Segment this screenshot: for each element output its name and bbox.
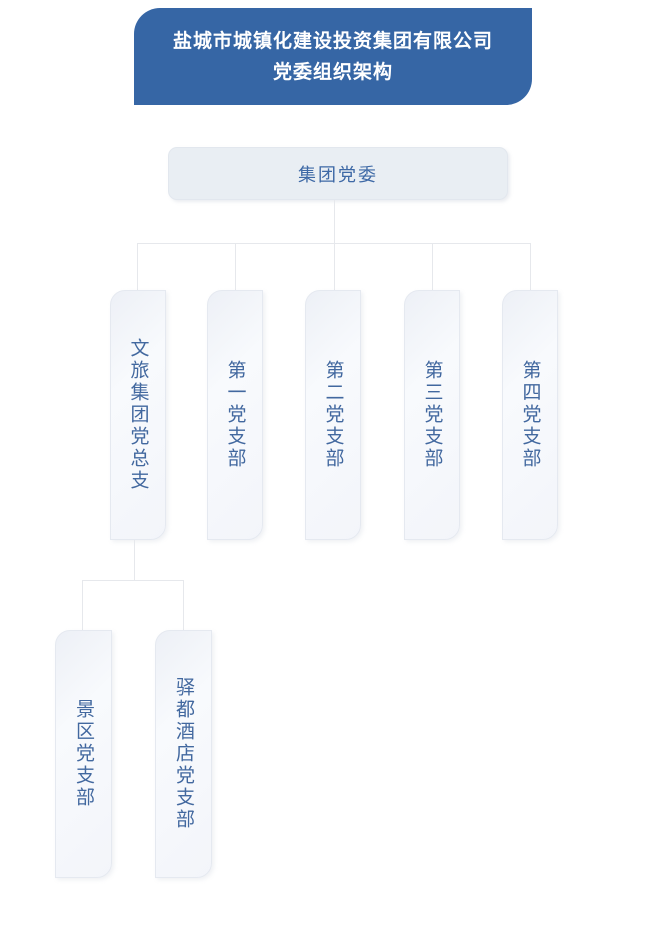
node-group-party-committee: 集团党委 <box>168 147 508 200</box>
node-label: 驿都酒店党支部 <box>173 677 194 831</box>
node-label: 文旅集团党总支 <box>127 338 149 492</box>
node-third-party-branch: 第三党支部 <box>404 290 460 540</box>
connector-drop-branch-5 <box>530 243 531 290</box>
connector-drop-child-2 <box>183 580 184 630</box>
node-second-party-branch: 第二党支部 <box>305 290 361 540</box>
chart-title-banner: 盐城市城镇化建设投资集团有限公司 党委组织架构 <box>134 8 532 105</box>
node-culture-tourism-group-general-branch: 文旅集团党总支 <box>110 290 166 540</box>
node-fourth-party-branch: 第四党支部 <box>502 290 558 540</box>
node-label: 第三党支部 <box>421 360 443 470</box>
chart-title-line-2: 党委组织架构 <box>272 61 393 83</box>
node-label: 第一党支部 <box>224 360 246 470</box>
connector-drop-branch-4 <box>432 243 433 290</box>
connector-drop-branch-1 <box>137 243 138 290</box>
node-label: 第二党支部 <box>322 360 344 470</box>
node-yidu-hotel-party-branch: 驿都酒店党支部 <box>155 630 212 878</box>
node-first-party-branch: 第一党支部 <box>207 290 263 540</box>
connector-drop-child-1 <box>82 580 83 630</box>
connector-subtree-stem <box>134 540 135 580</box>
connector-level2-rail <box>82 580 184 581</box>
node-scenic-area-party-branch: 景区党支部 <box>55 630 112 878</box>
connector-drop-branch-2 <box>235 243 236 290</box>
connector-drop-branch-3 <box>334 243 335 290</box>
node-label: 第四党支部 <box>519 360 541 470</box>
node-label: 集团党委 <box>298 164 378 185</box>
node-label: 景区党支部 <box>73 699 94 809</box>
connector-root-stem <box>334 200 335 243</box>
chart-title-line-1: 盐城市城镇化建设投资集团有限公司 <box>172 30 493 52</box>
